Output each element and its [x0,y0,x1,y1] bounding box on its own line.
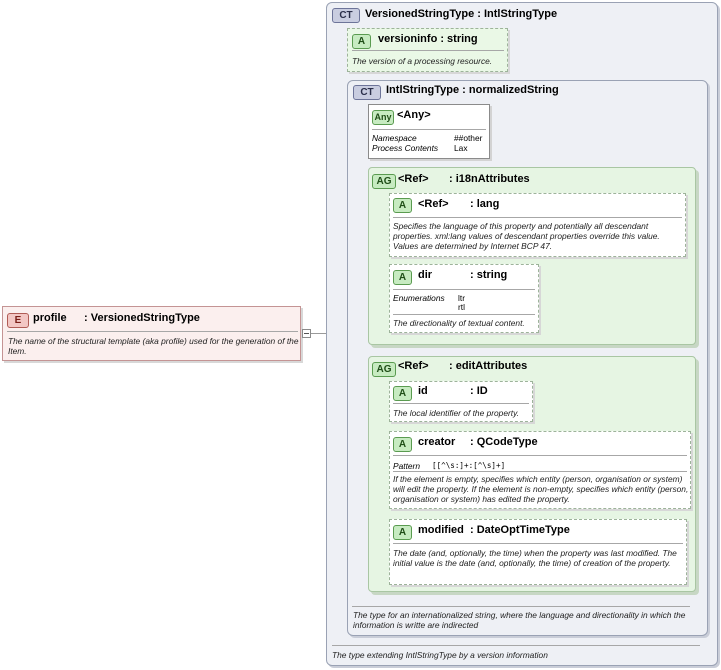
profile-description: The name of the structural template (aka… [8,336,299,356]
namespace-label: Namespace [372,133,417,143]
dir-type: : string [470,269,508,281]
intl-description: The type for an internationalized string… [353,610,686,630]
complex-type-badge: CT [353,85,381,100]
dir-description: The directionality of textual content. [393,318,525,328]
creator-description: If the element is empty, specifies which… [393,474,689,504]
attribute-badge: A [393,270,412,285]
id-attribute[interactable]: A id : ID The local identifier of the pr… [389,381,533,422]
profile-name: profile [33,312,67,324]
id-description: The local identifier of the property. [393,408,520,418]
process-contents-label: Process Contents [372,143,439,153]
id-name: id [418,385,428,397]
versioned-title: VersionedStringType : IntlStringType [365,8,558,20]
dir-name: dir [418,269,433,281]
lang-ref: <Ref> [418,198,449,210]
lang-name: : lang [470,198,500,210]
enumerations-label: Enumerations [393,293,445,303]
attribute-badge: A [393,525,412,540]
any-wildcard[interactable]: Any <Any> Namespace ##other Process Cont… [368,104,490,159]
namespace-value: ##other [454,133,483,143]
id-type: : ID [470,385,488,397]
attribute-group-badge: AG [372,174,396,189]
versioned-description: The type extending IntlStringType by a v… [332,650,548,660]
intl-title: IntlStringType : normalizedString [386,84,559,96]
attribute-group-badge: AG [372,362,396,377]
pattern-value: [[^\s:]+:[^\s]+] [432,461,506,470]
i18n-ref: <Ref> [398,173,429,185]
dir-attribute[interactable]: A dir : string Enumerations ltr rtl The … [389,264,539,333]
enum-value-rtl: rtl [458,302,465,312]
creator-type: : QCodeType [470,436,538,448]
i18n-name: : i18nAttributes [449,173,530,185]
attribute-badge: A [393,198,412,213]
creator-attribute[interactable]: A creator : QCodeType Pattern [[^\s:]+:[… [389,431,691,509]
element-badge: E [7,313,29,328]
modified-name: modified [418,524,464,536]
attribute-badge: A [393,386,412,401]
lang-description: Specifies the language of this property … [393,221,660,251]
modified-attribute[interactable]: A modified : DateOptTimeType The date (a… [389,519,687,585]
attribute-badge: A [352,34,371,49]
enum-value-ltr: ltr [458,293,465,303]
complex-type-badge: CT [332,8,360,23]
modified-type: : DateOptTimeType [470,524,570,536]
any-title: <Any> [397,109,431,121]
lang-attribute[interactable]: A <Ref> : lang Specifies the language of… [389,193,686,257]
connector-line [303,333,338,334]
edit-name: : editAttributes [449,360,528,372]
any-badge: Any [372,110,394,125]
creator-name: creator [418,436,456,448]
versioninfo-attribute[interactable]: A versioninfo : string The version of a … [347,28,508,72]
versioninfo-title: versioninfo : string [378,33,478,45]
edit-ref: <Ref> [398,360,429,372]
profile-type: : VersionedStringType [84,312,200,324]
modified-description: The date (and, optionally, the time) whe… [393,548,677,568]
expand-toggle[interactable] [302,329,311,338]
pattern-label: Pattern [393,461,421,471]
versioninfo-description: The version of a processing resource. [352,56,493,66]
process-contents-value: Lax [454,143,468,153]
profile-element[interactable]: E profile : VersionedStringType The name… [2,306,301,361]
attribute-badge: A [393,437,412,452]
